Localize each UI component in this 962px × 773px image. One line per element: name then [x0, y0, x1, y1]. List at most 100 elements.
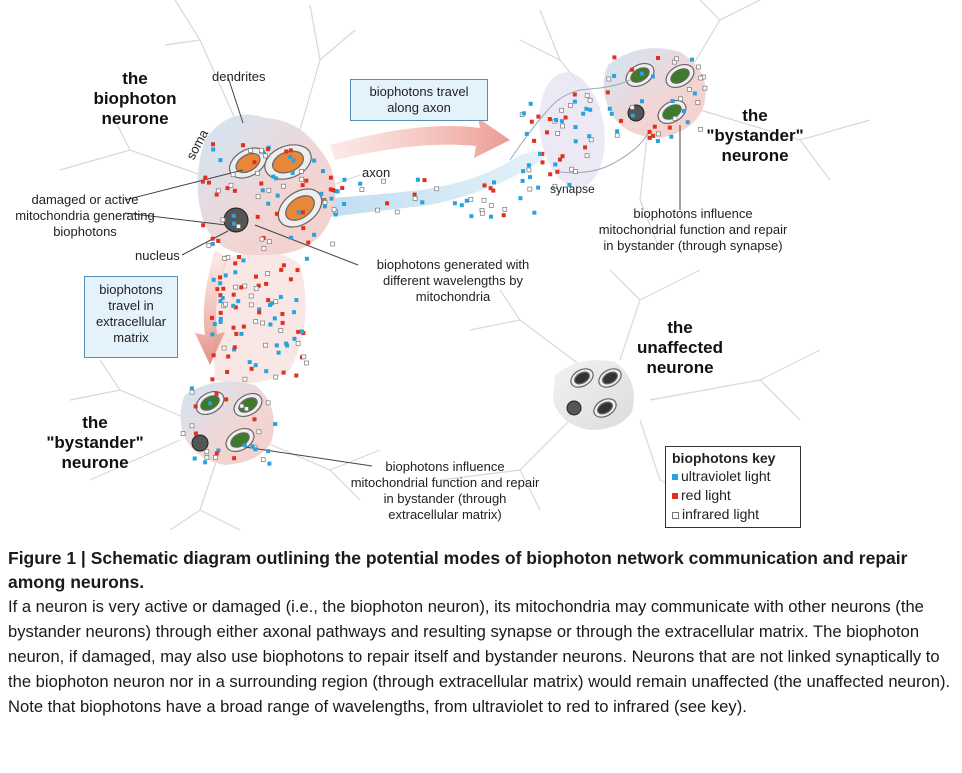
figure-caption: Figure 1 | Schematic diagram outlining t… — [8, 546, 958, 719]
biophoton-dot — [274, 211, 279, 216]
bystander-bottom-title: the "bystander" neurone — [40, 413, 150, 473]
biophoton-dot — [255, 170, 260, 176]
biophoton-dot — [291, 158, 296, 163]
biophoton-dot — [655, 139, 660, 143]
biophoton-dot — [260, 320, 265, 326]
biophoton-dot — [612, 55, 617, 60]
biophoton-dot — [214, 391, 219, 396]
biophoton-dot — [230, 172, 236, 177]
biophoton-dot — [280, 320, 285, 325]
title-line: the — [122, 69, 148, 88]
biophoton-dot — [206, 242, 212, 248]
biophoton-dot — [606, 76, 612, 82]
biophoton-dot — [434, 186, 440, 192]
biophoton-dot — [629, 105, 635, 110]
biophoton-dot — [288, 148, 293, 153]
biophoton-dot — [265, 271, 270, 276]
biophoton-dot — [609, 111, 614, 116]
title-line: neurone — [101, 109, 169, 128]
biophoton-dot — [239, 403, 245, 409]
biophoton-dot — [568, 103, 573, 108]
biophoton-dot — [236, 223, 241, 229]
biophoton-dot — [189, 386, 194, 391]
biophoton-dot — [255, 194, 261, 200]
biophoton-dot — [422, 178, 427, 183]
biophoton-dot — [300, 329, 305, 334]
biophoton-dot — [260, 457, 266, 463]
biophoton-dot — [279, 267, 284, 272]
biophoton-dot — [319, 191, 324, 196]
biophoton-dot — [224, 397, 229, 402]
biophoton-dot — [204, 449, 210, 455]
biophoton-dot — [256, 283, 261, 288]
biophoton-dot — [529, 119, 534, 124]
biophoton-dot — [563, 115, 568, 120]
key-label: infrared light — [682, 506, 760, 522]
biophoton-dot — [690, 57, 694, 62]
biophoton-dot — [265, 400, 271, 406]
biophoton-dot — [502, 206, 508, 212]
biophoton-dot — [329, 196, 334, 201]
biophoton-dot — [288, 277, 293, 282]
biophoton-dot — [412, 192, 417, 197]
biophoton-dot — [488, 203, 494, 208]
pointer-lines — [124, 76, 681, 467]
biophoton-dot — [480, 210, 485, 216]
biophoton-dot — [241, 258, 246, 263]
biophoton-dot — [640, 71, 644, 76]
biophoton-dot — [215, 287, 220, 292]
biophoton-dot — [340, 186, 345, 190]
biophoton-dot — [273, 374, 279, 380]
biophoton-dot — [266, 187, 272, 193]
dendrites-label: dendrites — [212, 69, 266, 84]
title-line: biophoton — [93, 89, 177, 108]
biophoton-dot — [294, 373, 299, 378]
synapse-label: synapse — [550, 182, 595, 196]
biophoton-dot — [573, 139, 578, 144]
biophoton-dot — [528, 175, 532, 180]
biophoton-dot — [304, 178, 309, 183]
biophoton-dot — [573, 125, 578, 130]
biophoton-dot — [278, 295, 283, 299]
biophoton-dot — [695, 100, 701, 105]
biophoton-dot — [672, 116, 678, 121]
biophoton-dot — [526, 167, 532, 173]
biophoton-dot — [231, 292, 236, 297]
biophoton-dot — [527, 186, 533, 192]
biophoton-dot — [280, 312, 285, 316]
biophoton-dot — [552, 183, 558, 189]
biophoton-dot — [200, 179, 205, 184]
biophoton-dot — [233, 284, 238, 290]
biophoton-dot — [273, 422, 278, 426]
biophoton-dot — [276, 350, 281, 355]
biophoton-dot — [241, 143, 245, 148]
biophoton-dot — [264, 281, 269, 286]
biophoton-dot — [647, 135, 652, 140]
biophoton-dot — [218, 299, 223, 304]
label-line: mitochondrial function and repair — [350, 475, 540, 490]
title-line: the — [82, 413, 108, 432]
biophoton-dot — [322, 200, 328, 205]
biophoton-dot — [275, 193, 280, 198]
biophoton-dot — [232, 347, 237, 352]
biophoton-dot — [220, 217, 226, 223]
biophoton-dot — [572, 99, 577, 104]
biophoton-dot — [569, 166, 574, 172]
biophoton-dot — [222, 256, 228, 261]
nucleus-bottom-bystander — [191, 434, 209, 452]
biophoton-dot — [257, 307, 262, 312]
biophoton-dot — [296, 210, 301, 215]
biophoton-dot — [521, 111, 526, 116]
biophoton-dot — [452, 201, 457, 206]
label-line: mitochondria — [415, 289, 491, 304]
label-line: mitochondria generating — [15, 208, 155, 223]
biophoton-dot — [702, 85, 708, 91]
biophoton-dot — [295, 341, 301, 346]
biophoton-dot — [553, 162, 558, 167]
biophoton-dot — [266, 201, 271, 206]
biophoton-dot — [560, 154, 565, 159]
biophoton-dot — [218, 316, 223, 321]
biophoton-dot — [244, 406, 249, 412]
biophoton-dot — [656, 56, 660, 60]
biophoton-dot — [207, 180, 211, 185]
